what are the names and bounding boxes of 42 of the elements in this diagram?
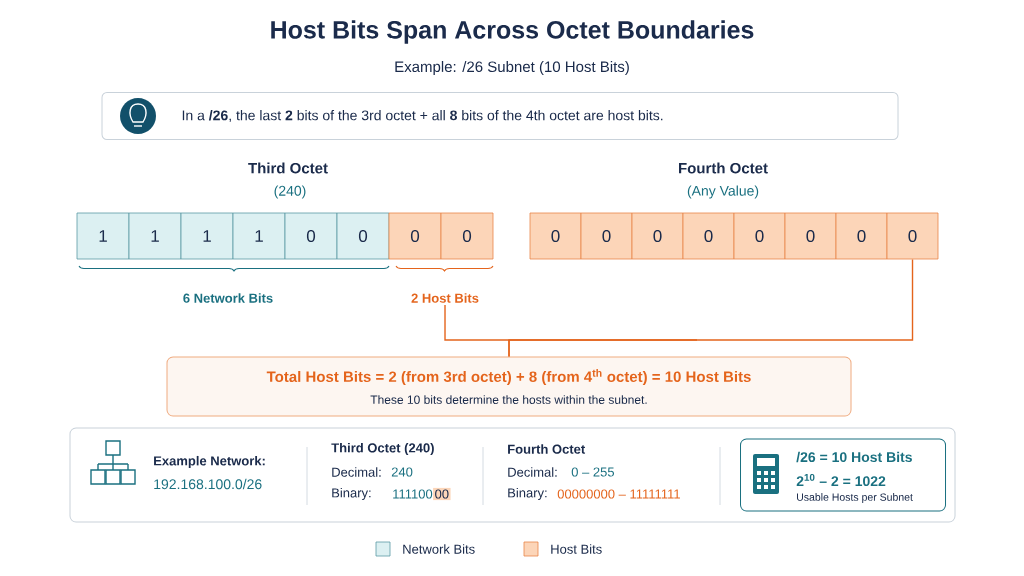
- legend-label: Host Bits: [551, 544, 602, 554]
- bit-cell: 0: [388, 212, 442, 260]
- field-value: 0 – 255: [571, 467, 614, 477]
- bit-cell: 0: [682, 212, 735, 260]
- field-label: Decimal:: [332, 467, 381, 477]
- subtitle: Example: /26 Subnet (10 Host Bits): [395, 61, 629, 75]
- summary-box: Total Host Bits = 2 (from 3rd octet) + 8 (from 4$^{th}$ octet) = 10 Host Bits These 10 bits determine the hosts within the subnet.: [166, 356, 852, 417]
- bit-cell: 1: [180, 212, 234, 260]
- network-address: 192.168.100.0/26: [154, 478, 262, 490]
- bit-cell: 0: [284, 212, 338, 260]
- bit-cell: 1: [128, 212, 182, 260]
- bit-cell: 0: [580, 212, 633, 260]
- octet-heading: Fourth Octet: [679, 162, 768, 174]
- bit-cell: 1: [76, 212, 130, 260]
- panel-heading: Fourth Octet: [508, 444, 586, 454]
- brace-label: 6 Network Bits: [183, 293, 273, 303]
- panel-heading: Third Octet (240): [331, 442, 434, 456]
- hint-box: In a /26, the last 2 bits of the 3rd octet + all 8 bits of the 4th octet are host bits.: [101, 92, 899, 140]
- bit-cell: 0: [336, 212, 390, 260]
- bit-cell: 0: [784, 212, 837, 260]
- bit-cell: 0: [529, 212, 582, 260]
- brace-label: 2 Host Bits: [411, 293, 479, 303]
- field-label: Decimal:: [508, 467, 557, 477]
- bit-cell: 0: [440, 212, 494, 260]
- bit-cell: 0: [886, 212, 939, 260]
- bit-cell: 1: [232, 212, 286, 260]
- field-value: 240: [391, 467, 413, 477]
- title: Host Bits Span Across Octet Boundaries: [271, 20, 754, 44]
- bit-cell: 0: [733, 212, 786, 260]
- bit-cell: 0: [835, 212, 888, 260]
- bit-cell: 0: [631, 212, 684, 260]
- octet-value: (Any Value): [687, 185, 759, 199]
- result-box: /26 = 10 Host Bits 2$^{10}$ – 2 = 1022 Usable Hosts per Subnet: [740, 438, 946, 512]
- legend-label: Network Bits: [403, 544, 475, 554]
- octet-value: (240): [274, 185, 306, 199]
- octet-heading: Third Octet: [248, 162, 328, 174]
- field-label: Binary:: [508, 487, 547, 501]
- panel-heading: Example Network:: [154, 455, 265, 469]
- field-value: 111100: [393, 489, 433, 499]
- connector-line: [508, 258, 914, 358]
- field-value: 00000000 – 11111111: [557, 489, 680, 499]
- field-label: Binary:: [332, 487, 371, 501]
